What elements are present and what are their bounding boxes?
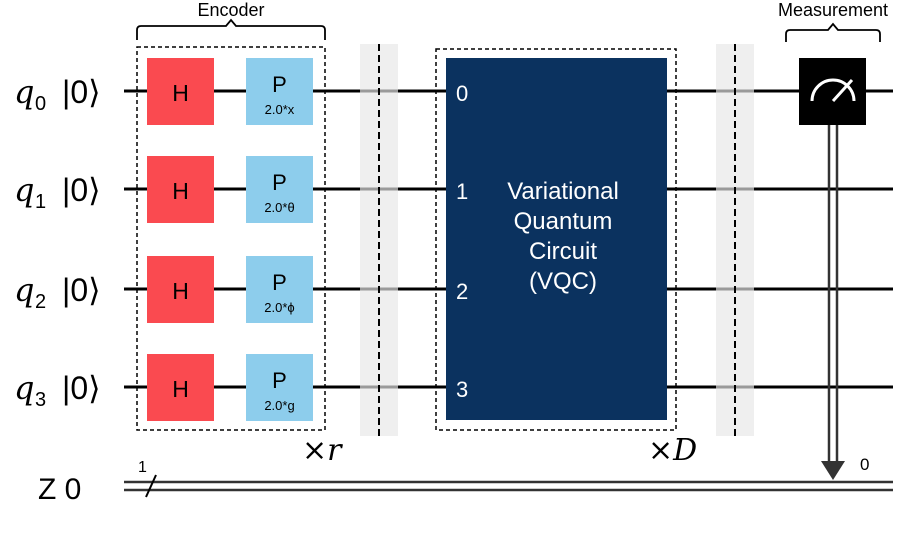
barrier-shade-1	[360, 44, 398, 436]
hadamard-label: H	[172, 376, 189, 402]
phase-gate-2: P 2.0*ϕ	[246, 256, 313, 323]
measurement-brace	[785, 22, 881, 42]
qubit-subscript: 0	[35, 93, 46, 115]
hadamard-label: H	[172, 178, 189, 204]
meter-icon	[810, 78, 856, 102]
hadamard-gate-2: H	[147, 256, 214, 323]
qubit-label-2: q 2 |0⟩	[14, 271, 101, 313]
vqc-index-2: 2	[456, 279, 468, 304]
qubit-label-3: q 3 |0⟩	[14, 369, 101, 411]
measurement-gate	[799, 58, 866, 480]
phase-label: P	[272, 270, 287, 295]
hadamard-gate-1: H	[147, 156, 214, 223]
phase-gate-3: P 2.0*g	[246, 354, 313, 421]
qubit-name: q	[14, 369, 34, 407]
qubit-ket: |0⟩	[62, 370, 101, 406]
qubit-subscript: 1	[35, 191, 46, 213]
vqc-title-line-2: Quantum	[514, 208, 613, 235]
measure-arrowhead	[821, 461, 845, 480]
phase-param: 2.0*ϕ	[264, 300, 294, 315]
phase-param: 2.0*g	[264, 398, 294, 413]
hadamard-gates: H H H H	[147, 58, 214, 421]
qubit-label-0: q 0 |0⟩	[14, 73, 101, 115]
encoder-brace	[136, 18, 326, 40]
vqc-title-line-3: Circuit	[529, 238, 597, 265]
classical-width-label: 1	[138, 459, 147, 476]
qubit-name: q	[14, 73, 34, 111]
vqc-index-3: 3	[456, 377, 468, 402]
hadamard-gate-3: H	[147, 354, 214, 421]
qubit-ket: |0⟩	[62, 172, 101, 208]
phase-gate-0: P 2.0*x	[246, 58, 313, 125]
phase-param: 2.0*x	[265, 102, 295, 117]
phase-label: P	[272, 170, 287, 195]
hadamard-gate-0: H	[147, 58, 214, 125]
vqc-dashed-box	[435, 48, 677, 431]
vqc-index-1: 1	[456, 179, 468, 204]
phase-label: P	[272, 368, 287, 393]
phase-gates: P 2.0*x P 2.0*θ P 2.0*ϕ P 2.0*g	[246, 58, 313, 421]
qubit-subscript: 2	[35, 291, 46, 313]
barrier-shade-2	[716, 44, 754, 436]
vqc-repeat-label: ×D	[648, 433, 697, 468]
vqc-title-line-1: Variational	[507, 178, 619, 205]
qubit-ket: |0⟩	[62, 272, 101, 308]
vqc-index-0: 0	[456, 81, 468, 106]
phase-label: P	[272, 72, 287, 97]
measure-target-label: 0	[860, 455, 869, 474]
encoder-heading: Encoder	[197, 0, 264, 20]
classical-wire	[124, 474, 893, 498]
qubit-subscript: 3	[35, 389, 46, 411]
encoder-repeat-label: ×r	[302, 433, 343, 468]
qubit-ket: |0⟩	[62, 74, 101, 110]
measurement-heading: Measurement	[778, 0, 888, 20]
phase-param: 2.0*θ	[264, 200, 294, 215]
encoder-box	[136, 46, 326, 431]
qubit-label-1: q 1 |0⟩	[14, 171, 101, 213]
hadamard-label: H	[172, 80, 189, 106]
qubit-name: q	[14, 271, 34, 309]
qubit-name: q	[14, 171, 34, 209]
classical-register-label: Z 0	[38, 473, 81, 506]
vqc-block: 0 1 2 3 Variational Quantum Circuit (VQC…	[446, 58, 667, 420]
hadamard-label: H	[172, 278, 189, 304]
vqc-title-line-4: (VQC)	[529, 268, 597, 295]
phase-gate-1: P 2.0*θ	[246, 156, 313, 223]
